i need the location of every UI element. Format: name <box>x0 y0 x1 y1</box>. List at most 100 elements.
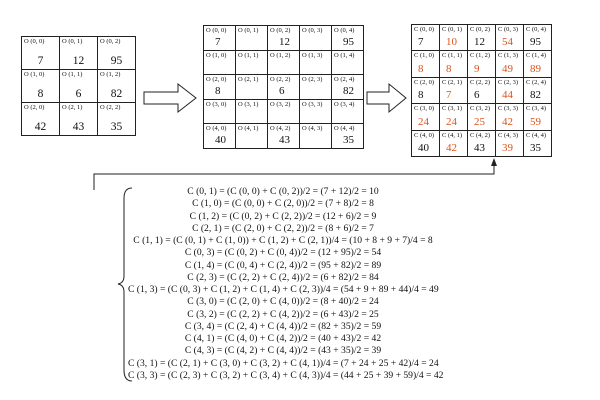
cell-coordinate-label: O (4, 2) <box>270 125 291 133</box>
cell-coordinate-label: C (2, 4) <box>526 78 547 86</box>
cell-coordinate-label: C (0, 3) <box>498 26 519 33</box>
cell-coordinate-label: O (0, 3) <box>302 27 323 34</box>
connector-line <box>93 162 495 190</box>
cell-coordinate-label: C (2, 2) <box>470 78 491 86</box>
curly-brace <box>117 187 133 382</box>
cell-coordinate-label: C (1, 2) <box>470 52 491 60</box>
equation-line: C (3, 2) = (C (2, 2) + C (4, 2))/2 = (6 … <box>187 308 379 320</box>
cell-coordinate-label: C (1, 4) <box>526 52 547 60</box>
cell-coordinate-label: C (4, 3) <box>498 131 519 139</box>
grid-cell: O (4, 3) <box>299 123 332 149</box>
equation-line: C (0, 3) = (C (0, 2) + C (0, 4))/2 = (12… <box>184 247 382 259</box>
cell-value: 6 <box>279 84 285 97</box>
cell-value: 7 <box>37 55 44 67</box>
cell-value: 35 <box>343 133 354 146</box>
grid-row: O (3, 0)O (3, 1)O (3, 2)O (3, 3)O (3, 4) <box>203 98 364 125</box>
cell-coordinate-label: C (4, 0) <box>414 131 435 139</box>
cell-value: 54 <box>502 36 513 49</box>
cell-coordinate-label: O (0, 2) <box>100 38 121 45</box>
cell-value: 35 <box>530 141 541 154</box>
cell-coordinate-label: C (2, 3) <box>498 78 519 86</box>
arrow-head <box>491 158 497 166</box>
cell-value: 42 <box>502 115 513 128</box>
grid-cell: C (1, 4)89 <box>523 50 552 78</box>
cell-value: 95 <box>343 35 354 48</box>
cell-coordinate-label: C (4, 1) <box>442 131 463 139</box>
grid-cell: C (2, 3)44 <box>495 76 524 105</box>
cell-coordinate-label: C (1, 1) <box>442 52 463 60</box>
cell-value: 24 <box>446 115 457 128</box>
grid-cell: O (1, 1) 6 <box>59 69 98 103</box>
cell-value: 95 <box>110 55 123 67</box>
cell-value: 7 <box>418 36 424 49</box>
equation-line: C (4, 3) = (C (4, 2) + C (4, 4))/2 = (43… <box>184 345 382 357</box>
grid-cell: O (4, 4)35 <box>331 123 364 149</box>
cell-coordinate-label: C (0, 2) <box>470 26 491 33</box>
cell-coordinate-label: O (3, 1) <box>238 100 259 108</box>
cell-value: 40 <box>418 141 429 154</box>
grid-cell: O (0, 4)95 <box>331 25 364 51</box>
cell-value: 40 <box>215 133 226 146</box>
cell-value: 24 <box>418 115 429 128</box>
cell-value: 35 <box>110 121 123 133</box>
cell-value: 12 <box>279 35 290 48</box>
cell-coordinate-label: O (1, 4) <box>334 51 355 59</box>
hollow-arrow-2 <box>366 82 407 114</box>
equation-line: C (1, 3) = (C (0, 3) + C (1, 2) + C (1, … <box>128 284 439 295</box>
cell-coordinate-label: O (0, 4) <box>334 27 355 34</box>
cell-coordinate-label: O (4, 3) <box>302 125 323 133</box>
grid-cell: C (0, 4)95 <box>523 23 552 52</box>
grid-cell: O (0, 2) 95 <box>97 36 136 70</box>
cell-value: 6 <box>75 88 82 100</box>
cell-coordinate-label: O (4, 1) <box>238 125 259 133</box>
equation-line: C (3, 4) = (C (2, 4) + C (4, 4))/2 = (82… <box>184 320 382 332</box>
grid-cell: C (0, 2) 12 <box>467 23 496 52</box>
cell-coordinate-label: O (3, 0) <box>206 100 227 108</box>
grid-cell: O (0, 0)7 <box>21 36 60 70</box>
cell-value: 10 <box>446 36 457 49</box>
cell-coordinate-label: C (0, 4) <box>526 26 547 33</box>
cell-coordinate-label: C (1, 0) <box>414 52 435 60</box>
cell-value: 43 <box>72 121 85 133</box>
cell-coordinate-label: O (2, 4) <box>334 76 355 84</box>
cell-value: 7 <box>215 35 221 48</box>
cell-value: 82 <box>343 84 354 97</box>
cell-coordinate-label: O (3, 2) <box>270 100 291 108</box>
cell-coordinate-label: O (2, 1) <box>238 76 259 84</box>
grid-cell: O (2, 2)35 <box>97 102 136 136</box>
cell-coordinate-label: C (1, 3) <box>498 52 519 60</box>
cell-coordinate-label: O (1, 0) <box>24 71 45 78</box>
cell-coordinate-label: O (2, 2) <box>270 76 291 84</box>
equation-line: C (2, 1) = (C (2, 0) + C (2, 2))/2 = (8 … <box>192 222 374 234</box>
equation-line: C (3, 0) = (C (2, 0) + C (4, 0))/2 = (8 … <box>187 296 379 308</box>
equation-line: C (4, 1) = (C (4, 0) + C (4, 2))/2 = (40… <box>184 333 382 344</box>
grid-cell: O (1, 0)8 <box>21 69 60 103</box>
grid-cell: O (2, 4)82 <box>331 74 364 100</box>
cell-coordinate-label: O (2, 0) <box>24 104 45 111</box>
grid-cell: C (0, 1) 10 <box>439 23 468 52</box>
cell-coordinate-label: O (1, 3) <box>302 51 323 59</box>
cell-value: 12 <box>474 36 485 49</box>
cell-coordinate-label: C (2, 0) <box>414 78 435 86</box>
cell-coordinate-label: C (3, 0) <box>414 105 435 113</box>
cell-coordinate-label: C (4, 4) <box>526 131 547 139</box>
cell-coordinate-label: C (0, 1) <box>442 26 463 33</box>
cell-value: 25 <box>474 115 485 128</box>
equation-line: C (1, 0) = (C (0, 0) + C (2, 0))/2 = (7 … <box>192 198 374 210</box>
cell-coordinate-label: C (3, 1) <box>442 105 463 113</box>
grid-cell: O (4, 2)43 <box>267 123 300 149</box>
cell-coordinate-label: O (1, 1) <box>62 71 83 78</box>
grid-cell: C (4, 3)39 <box>495 129 524 157</box>
cell-coordinate-label: C (3, 4) <box>526 105 547 113</box>
cell-coordinate-label: O (0, 2) <box>270 27 291 34</box>
equation-list: C (0, 1) = (C (0, 0) + C (0, 2))/2 = (7 … <box>128 186 443 382</box>
grid-cell: O (0, 2)12 <box>267 25 300 51</box>
cell-coordinate-label: O (0, 1) <box>238 27 259 34</box>
cell-value: 12 <box>72 55 85 67</box>
